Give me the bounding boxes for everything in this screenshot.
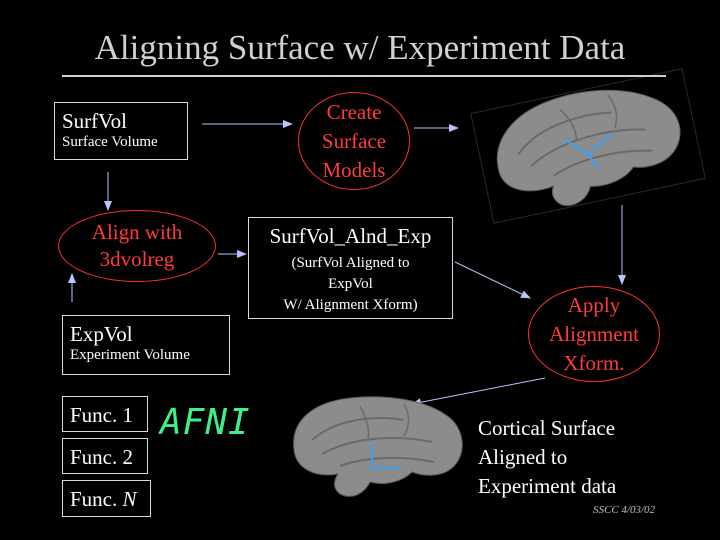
afni-logo-text: AFNI xyxy=(160,402,251,443)
expvol-name: ExpVol xyxy=(70,322,133,346)
cortical-surface-caption: Cortical Surface Aligned to Experiment d… xyxy=(478,414,616,501)
apply-alignment-ellipse: Apply Alignment Xform. xyxy=(528,286,660,382)
apply-line1: Apply xyxy=(567,292,621,317)
cortical-line2: Aligned to xyxy=(478,445,568,469)
expvol-box: ExpVol Experiment Volume xyxy=(62,315,230,375)
func-2-box: Func. 2 xyxy=(62,438,148,474)
func-2-label: Func. 2 xyxy=(70,445,133,469)
alnd-line2: ExpVol xyxy=(328,276,373,292)
surfvol-desc: Surface Volume xyxy=(62,134,158,150)
func-n-italic: N xyxy=(122,487,137,511)
apply-line2: Alignment xyxy=(549,321,639,346)
create-line3: Models xyxy=(322,157,386,182)
axes-icon xyxy=(563,134,611,169)
func-n-box: Func. N xyxy=(62,480,151,517)
alnd-line3: W/ Alignment Xform) xyxy=(283,297,418,313)
arrow-alnd-to-apply xyxy=(454,261,531,299)
align-line1: Align with xyxy=(91,220,183,244)
alnd-name: SurfVol_Alnd_Exp xyxy=(269,224,432,248)
cortical-line3: Experiment data xyxy=(478,474,617,498)
func-n-prefix: Func. xyxy=(70,487,123,511)
surfvol-box: SurfVol Surface Volume xyxy=(54,102,188,160)
create-line1: Create xyxy=(326,99,382,124)
func-1-box: Func. 1 xyxy=(62,396,148,432)
arrow-apply-to-brain xyxy=(411,377,546,407)
create-surface-models-ellipse: Create Surface Models xyxy=(298,92,410,190)
surfvol-alnd-exp-box: SurfVol_Alnd_Exp (SurfVol Aligned to Exp… xyxy=(248,217,453,319)
align-line2: 3dvolreg xyxy=(99,247,175,271)
brain-surface-icon xyxy=(470,68,706,224)
expvol-desc: Experiment Volume xyxy=(70,347,190,363)
surfvol-name: SurfVol xyxy=(62,109,127,133)
signature: SSCC 4/03/02 xyxy=(593,504,656,516)
alnd-line1: (SurfVol Aligned to xyxy=(291,255,410,271)
align-3dvolreg-ellipse: Align with 3dvolreg xyxy=(58,210,216,282)
create-line2: Surface xyxy=(321,128,387,153)
page-title: Aligning Surface w/ Experiment Data xyxy=(94,28,626,67)
brain-surface-aligned-icon xyxy=(293,396,463,497)
title-rule xyxy=(62,75,666,77)
cortical-line1: Cortical Surface xyxy=(478,416,616,440)
apply-line3: Xform. xyxy=(563,350,625,375)
func-1-label: Func. 1 xyxy=(70,403,133,427)
